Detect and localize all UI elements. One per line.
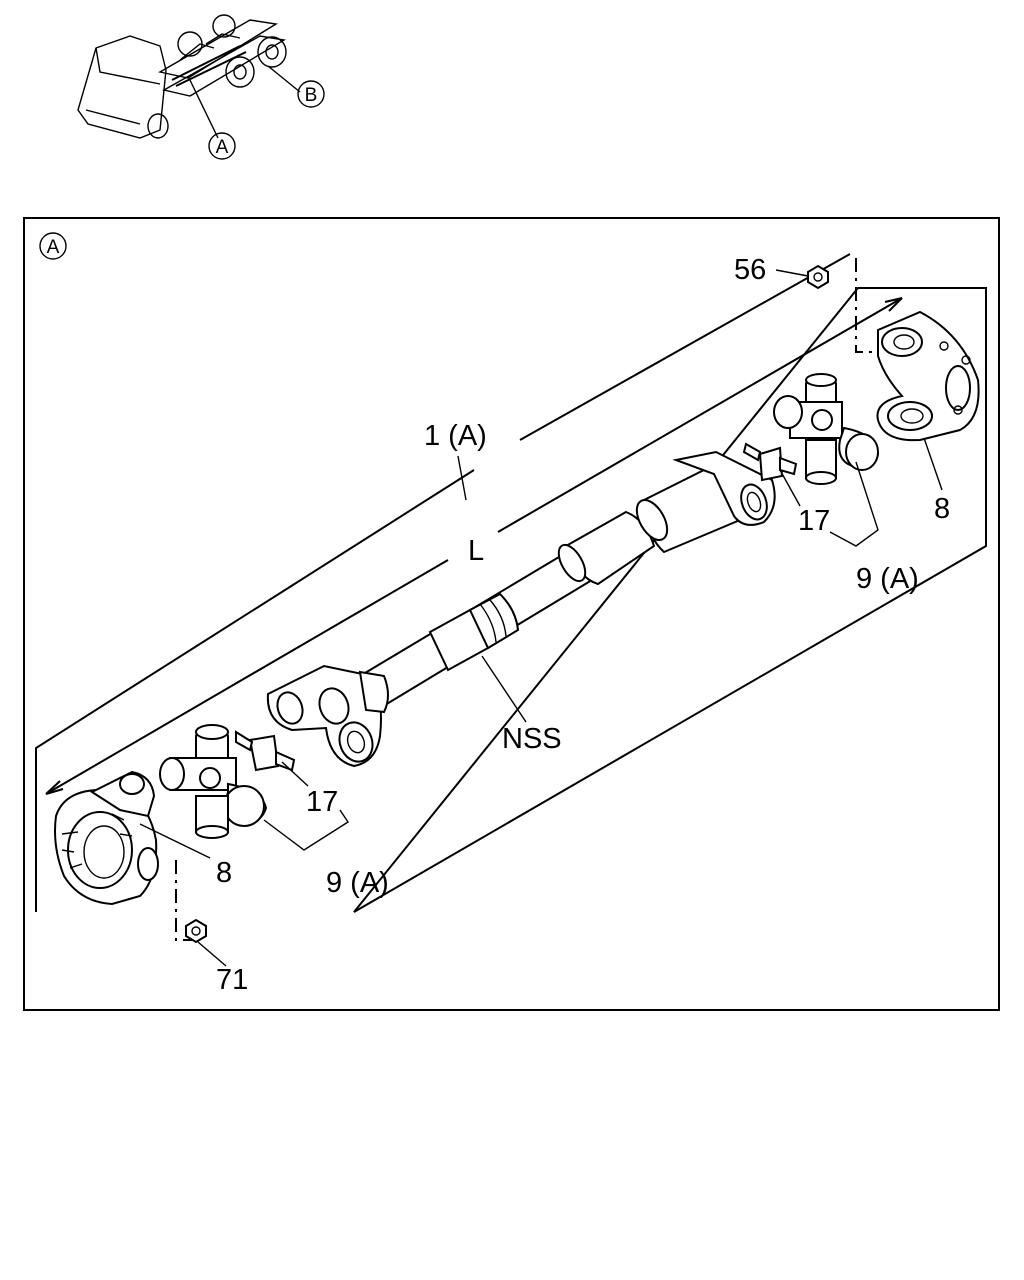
leader-lines xyxy=(139,269,943,967)
label-shaft-body: NSS xyxy=(502,723,562,755)
label-nut-top: 56 xyxy=(734,254,766,286)
thumbnail-callout-a-circle xyxy=(208,132,236,160)
label-grease-nipple-left: 17 xyxy=(306,786,338,818)
length-dimension xyxy=(45,297,903,795)
label-yoke-left: 8 xyxy=(216,857,232,889)
grease-nipple-right xyxy=(742,442,798,482)
label-grease-nipple-right: 17 xyxy=(798,505,830,537)
spider-right xyxy=(773,373,880,485)
yoke-left xyxy=(54,770,159,906)
thumbnail-callout-b: B xyxy=(305,85,318,106)
label-length: L xyxy=(468,535,484,567)
label-shaft-assembly: 1 (A) xyxy=(424,420,487,452)
grease-nipple-left xyxy=(235,730,296,772)
view-marker-circle xyxy=(39,232,67,260)
detail-frame xyxy=(23,217,1000,1011)
thumbnail-callout-b-circle xyxy=(297,80,325,108)
spider-left xyxy=(159,724,268,839)
label-nut-bottom: 71 xyxy=(216,964,248,996)
label-spider-kit-left: 9 (A) xyxy=(326,867,389,899)
nut-bottom xyxy=(185,918,207,944)
assembly-outline xyxy=(35,253,987,913)
label-spider-kit-right: 9 (A) xyxy=(856,563,919,595)
view-marker: A xyxy=(47,237,60,258)
truck-locator-thumbnail xyxy=(77,14,301,139)
yoke-right xyxy=(876,310,980,442)
label-yoke-right: 8 xyxy=(934,493,950,525)
bottom-centerline xyxy=(175,860,192,941)
thumbnail-callout-a: A xyxy=(216,137,229,158)
shaft-tube xyxy=(266,450,776,768)
nut-top xyxy=(807,264,829,290)
